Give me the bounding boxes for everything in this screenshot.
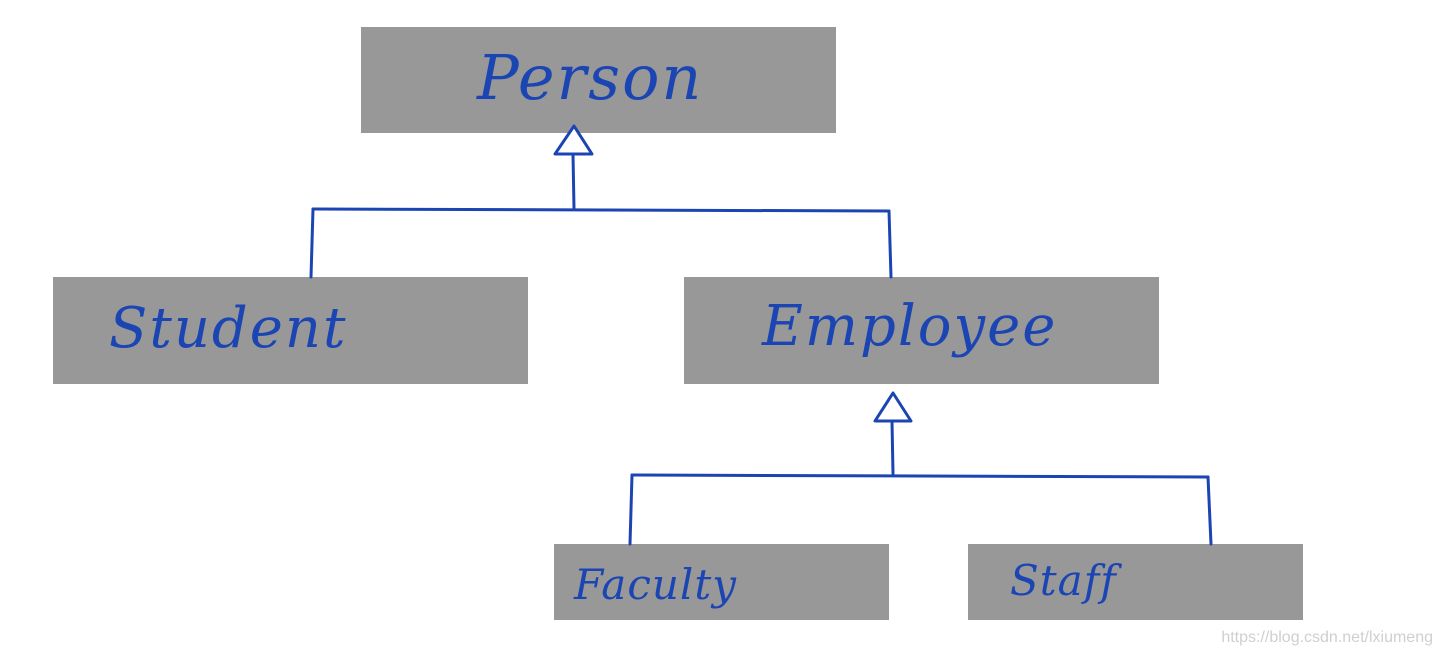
connector-branch-staff	[1206, 475, 1213, 546]
connector-branch-employee	[887, 209, 893, 279]
class-box-faculty[interactable]: Faculty	[554, 544, 889, 620]
class-label-faculty: Faculty	[574, 560, 737, 609]
class-label-person: Person	[477, 41, 704, 114]
connector-trunk-person	[571, 152, 576, 211]
connector-bus-person	[311, 207, 891, 213]
watermark-text: https://blog.csdn.net/lxiumeng	[1221, 629, 1433, 646]
class-box-staff[interactable]: Staff	[968, 544, 1303, 620]
class-box-employee[interactable]: Employee	[684, 277, 1159, 384]
generalization-person-group	[309, 124, 893, 279]
class-box-student[interactable]: Student	[53, 277, 528, 384]
class-label-staff: Staff	[1010, 556, 1117, 605]
class-box-person[interactable]: Person	[361, 27, 836, 133]
class-label-student: Student	[109, 296, 348, 361]
generalization-arrowhead-employee	[873, 391, 913, 423]
connector-branch-faculty	[628, 473, 634, 546]
connector-bus-employee	[630, 473, 1210, 479]
generalization-employee-group	[628, 391, 1213, 546]
connector-branch-student	[309, 207, 315, 279]
connector-trunk-employee	[890, 419, 895, 476]
class-label-employee: Employee	[762, 294, 1058, 359]
